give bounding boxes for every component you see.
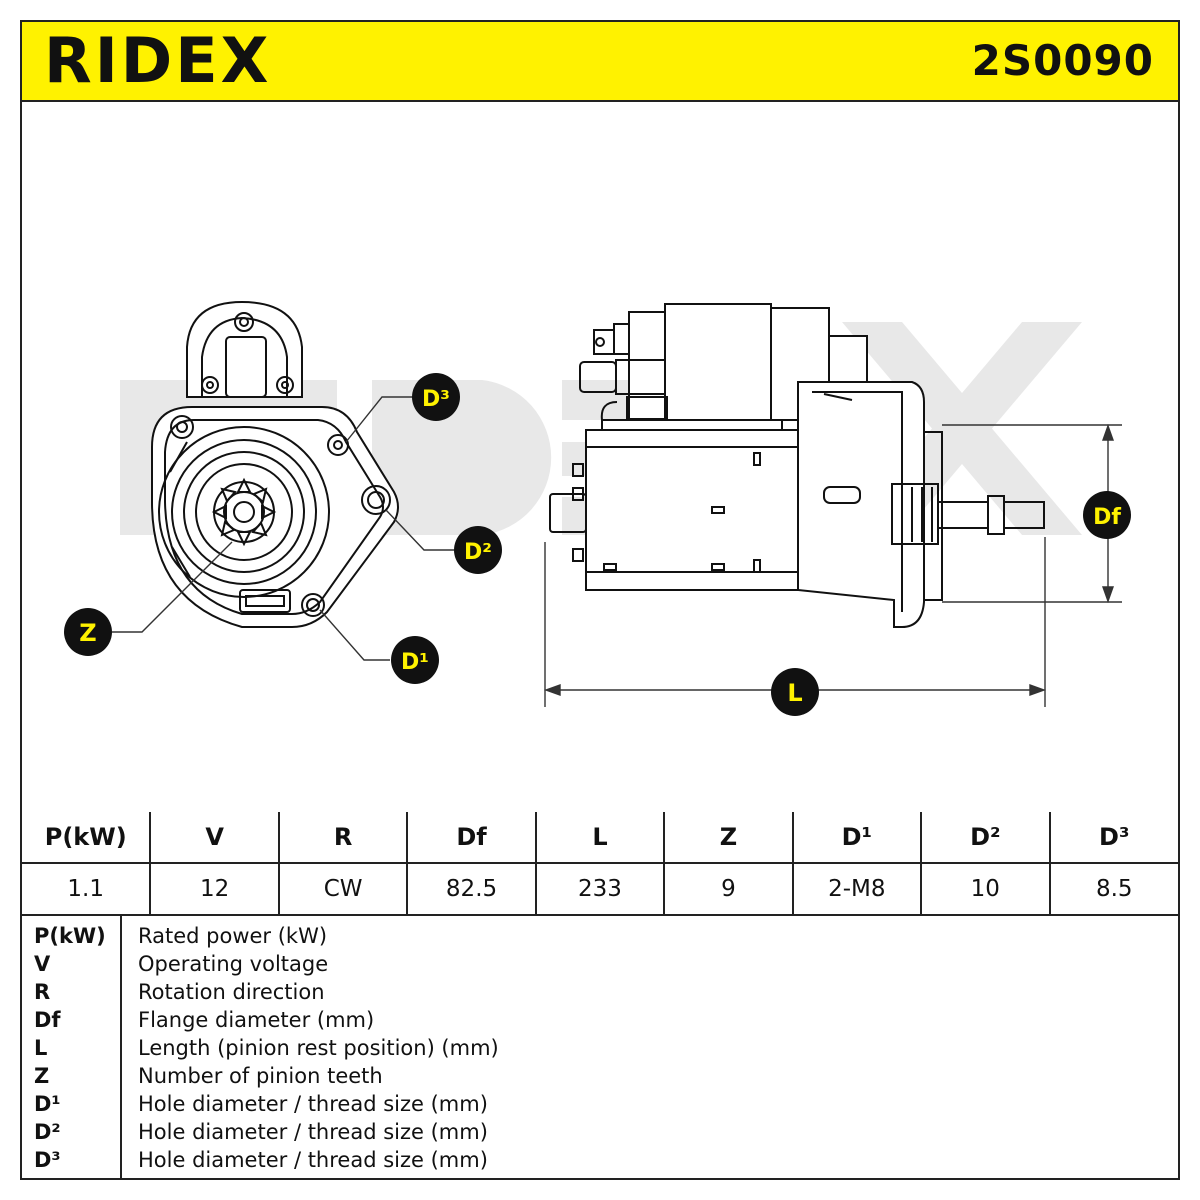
legend-row: D² Hole diameter / thread size (mm) [22,1118,1178,1146]
spec-value-cell: 12 [149,862,280,916]
callout-d3-label: D³ [422,387,450,412]
spec-value-cell: 82.5 [406,862,537,916]
spec-value-row: 1.1 12 CW 82.5 233 9 2-M8 10 8.5 [22,862,1178,916]
side-view-drawing [549,303,1045,628]
front-view-drawing [151,300,399,628]
legend-abbr: R [34,980,51,1004]
legend-row: D¹ Hole diameter / thread size (mm) [22,1090,1178,1118]
product-sheet: RIDEX 2S0090 [20,20,1180,1180]
legend-abbr: Df [34,1008,61,1032]
spec-value-cell: 2-M8 [791,862,923,916]
spec-value-cell: 1.1 [22,862,152,916]
spec-table: P(kW) V R Df L Z D¹ D² D³ 1.1 12 CW 82.5… [22,812,1178,916]
callout-d2: D² [454,526,502,574]
header-bar: RIDEX 2S0090 [22,22,1178,102]
legend: P(kW) Rated power (kW) V Operating volta… [22,914,1178,1178]
spec-header-cell: R [277,812,409,864]
spec-header-cell: D² [920,812,1051,864]
spec-value-cell: 233 [534,862,666,916]
legend-row: V Operating voltage [22,950,1178,978]
callout-d3: D³ [412,373,460,421]
technical-drawing: D³ D² D¹ Z Df L [64,300,1131,716]
legend-desc: Rated power (kW) [138,924,328,948]
spec-header-cell: P(kW) [22,812,152,864]
legend-desc: Length (pinion rest position) (mm) [138,1036,499,1060]
callout-df-label: Df [1093,505,1121,530]
callout-d1: D¹ [391,636,439,684]
spec-value-cell: 10 [920,862,1051,916]
legend-desc: Flange diameter (mm) [138,1008,375,1032]
legend-abbr: V [34,952,51,976]
legend-row: P(kW) Rated power (kW) [22,922,1178,950]
callout-d2-label: D² [464,540,492,565]
legend-row: Z Number of pinion teeth [22,1062,1178,1090]
part-number: 2S0090 [971,36,1154,85]
legend-abbr: D² [34,1120,61,1144]
legend-row: D³ Hole diameter / thread size (mm) [22,1146,1178,1174]
spec-header-cell: Z [663,812,794,864]
spec-header-row: P(kW) V R Df L Z D¹ D² D³ [22,812,1178,864]
technical-drawing-area: D³ D² D¹ Z Df L [22,102,1178,812]
spec-header-cell: D¹ [791,812,923,864]
legend-desc: Number of pinion teeth [138,1064,383,1088]
legend-abbr: Z [34,1064,50,1088]
legend-abbr: D³ [34,1148,61,1172]
callout-z: Z [64,608,112,656]
legend-row: Df Flange diameter (mm) [22,1006,1178,1034]
legend-desc: Rotation direction [138,980,325,1004]
legend-desc: Hole diameter / thread size (mm) [138,1120,488,1144]
callout-l: L [771,668,819,716]
callout-d1-label: D¹ [401,650,429,675]
legend-desc: Hole diameter / thread size (mm) [138,1148,488,1172]
spec-header-cell: L [534,812,666,864]
spec-value-cell: CW [277,862,409,916]
callout-df: Df [1083,491,1131,539]
legend-row: R Rotation direction [22,978,1178,1006]
brand-text: RIDEX [44,24,272,97]
spec-header-cell: D³ [1048,812,1178,864]
spec-header-cell: V [149,812,280,864]
callout-l-label: L [787,679,802,707]
legend-row: L Length (pinion rest position) (mm) [22,1034,1178,1062]
spec-value-cell: 9 [663,862,794,916]
legend-divider [120,914,122,1178]
spec-value-cell: 8.5 [1048,862,1178,916]
callout-z-label: Z [79,619,96,647]
legend-desc: Operating voltage [138,952,329,976]
legend-abbr: D¹ [34,1092,61,1116]
brand-logo: RIDEX [44,30,271,92]
legend-desc: Hole diameter / thread size (mm) [138,1092,488,1116]
spec-header-cell: Df [406,812,537,864]
legend-abbr: L [34,1036,48,1060]
legend-abbr: P(kW) [34,924,106,948]
